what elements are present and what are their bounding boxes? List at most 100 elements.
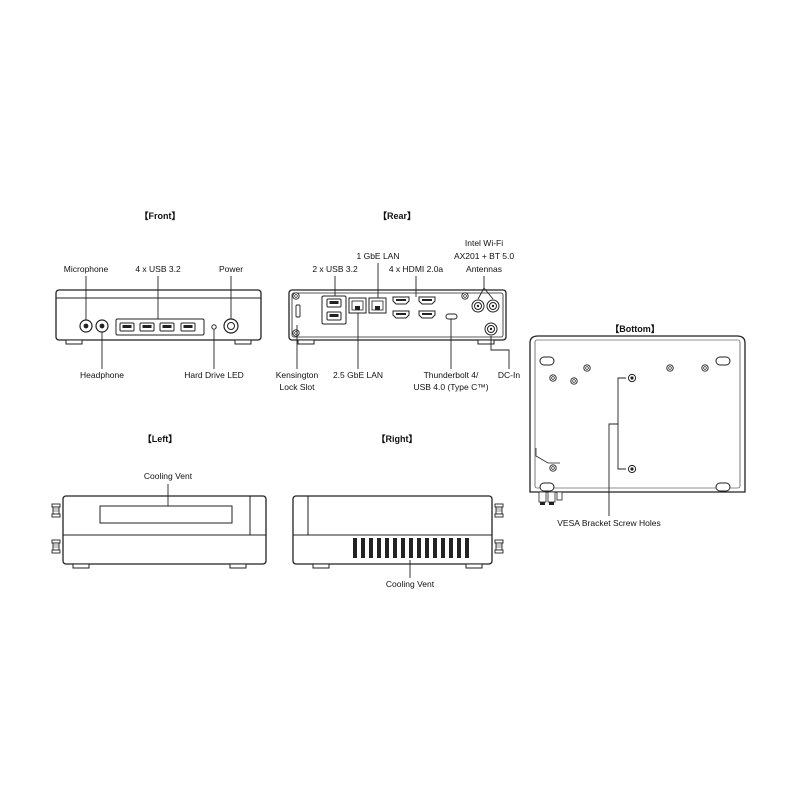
rear-screw-top-left xyxy=(292,292,300,300)
right-vent-slat xyxy=(425,538,429,558)
rear-view xyxy=(288,263,510,369)
bottom-screw-2 xyxy=(666,364,674,372)
front-view-title: 【Front】 xyxy=(139,211,181,221)
rear-foot-right xyxy=(477,339,495,345)
rear-lan1-label: 1 GbE LAN xyxy=(356,251,400,261)
left-foot-right xyxy=(229,563,247,569)
rear-wifi-label-1: Intel Wi-Fi xyxy=(464,238,504,248)
front-microphone-jack xyxy=(79,319,93,333)
rear-lan-1gbe-port xyxy=(368,297,387,314)
rear-usb-port-1 xyxy=(326,298,342,308)
right-vent-label: Cooling Vent xyxy=(385,579,435,589)
front-usb-port-4 xyxy=(180,322,196,332)
bottom-vesa-label: VESA Bracket Screw Holes xyxy=(557,518,661,528)
rear-view-title: 【Rear】 xyxy=(377,211,417,221)
right-vent-slat xyxy=(417,538,421,558)
right-antenna-connector-2 xyxy=(494,539,504,554)
bottom-foot-top-left xyxy=(539,356,555,366)
rear-lan-25gbe-port xyxy=(348,297,367,314)
front-callout-lines xyxy=(85,276,232,369)
right-vent-slat xyxy=(401,538,405,558)
right-vent-slat xyxy=(449,538,453,558)
right-foot-left xyxy=(312,563,330,569)
rear-hdmi-port-1 xyxy=(392,296,410,305)
bottom-foot-bottom-left xyxy=(539,482,555,492)
rear-antenna-connector-1 xyxy=(471,299,485,313)
rear-thunderbolt-label-2: USB 4.0 (Type C™) xyxy=(413,382,489,392)
rear-hdmi-port-4 xyxy=(418,310,436,319)
right-view-title: 【Right】 xyxy=(376,434,418,444)
bottom-foot-bottom-right xyxy=(715,482,731,492)
right-vent-slat xyxy=(441,538,445,558)
front-foot-left xyxy=(65,339,83,345)
right-vent-slat xyxy=(393,538,397,558)
vesa-screw-hole-bottom xyxy=(627,464,637,474)
front-headphone-label: Headphone xyxy=(80,370,124,380)
right-vent-slat xyxy=(377,538,381,558)
right-chassis xyxy=(292,495,493,565)
bottom-screw-4 xyxy=(549,374,557,382)
rear-screw-bottom-left xyxy=(292,329,300,337)
bottom-inner-edge xyxy=(534,339,741,489)
left-foot-left xyxy=(72,563,90,569)
left-view xyxy=(51,484,267,569)
vesa-screw-hole-top xyxy=(627,373,637,383)
rear-kensington-label-1: Kensington xyxy=(275,370,319,380)
rear-thunderbolt-port xyxy=(445,313,458,320)
rear-foot-left xyxy=(297,339,315,345)
rear-wifi-label-3: Antennas xyxy=(466,264,502,274)
bottom-screw-1 xyxy=(583,364,591,372)
right-cooling-vent xyxy=(353,538,469,558)
rear-kensington-slot xyxy=(295,304,301,318)
rear-dc-in-jack xyxy=(484,322,498,336)
right-vent-slat xyxy=(369,538,373,558)
bottom-screw-6 xyxy=(549,464,557,472)
rear-usb-port-2 xyxy=(326,311,342,321)
front-hdd-led-label: Hard Drive LED xyxy=(184,370,244,380)
right-antenna-connector-1 xyxy=(494,503,504,518)
left-cooling-vent xyxy=(99,505,233,524)
right-vent-slat xyxy=(457,538,461,558)
front-usb-port-1 xyxy=(119,322,135,332)
rear-dcin-label: DC-In xyxy=(497,370,521,380)
right-vent-slat xyxy=(353,538,357,558)
rear-panel xyxy=(291,292,504,338)
left-antenna-connector-2 xyxy=(51,539,61,554)
right-vent-slat xyxy=(433,538,437,558)
left-view-title: 【Left】 xyxy=(142,434,178,444)
bottom-chassis xyxy=(529,335,746,493)
bottom-edge-marking xyxy=(535,448,560,464)
front-power-label: Power xyxy=(218,264,244,274)
bottom-screw-3 xyxy=(701,364,709,372)
bottom-screw-5 xyxy=(570,377,578,385)
right-vent-slat xyxy=(385,538,389,558)
front-headphone-jack xyxy=(95,319,109,333)
rear-hdmi-port-2 xyxy=(418,296,436,305)
front-usb-port-2 xyxy=(139,322,155,332)
bottom-foot-top-right xyxy=(715,356,731,366)
rear-screw-top-right xyxy=(461,292,469,300)
right-view xyxy=(292,495,504,578)
right-vent-slat xyxy=(409,538,413,558)
bottom-view-title: 【Bottom】 xyxy=(610,324,660,334)
front-usb-label: 4 x USB 3.2 xyxy=(135,264,181,274)
right-vent-slat xyxy=(361,538,365,558)
rear-hdmi-label: 4 x HDMI 2.0a xyxy=(388,264,444,274)
bottom-rear-connectors xyxy=(538,491,563,505)
rear-kensington-label-2: Lock Slot xyxy=(279,382,315,392)
bottom-callout-lines xyxy=(608,377,626,516)
rear-callout-lines xyxy=(296,263,510,369)
right-foot-right xyxy=(465,563,483,569)
right-vent-slat xyxy=(465,538,469,558)
rear-wifi-label-2: AX201 + BT 5.0 xyxy=(453,251,515,261)
rear-usb-label: 2 x USB 3.2 xyxy=(312,264,358,274)
rear-antenna-connector-2 xyxy=(486,299,500,313)
rear-hdmi-port-3 xyxy=(392,310,410,319)
front-power-button xyxy=(223,318,239,334)
rear-lan25-label: 2.5 GbE LAN xyxy=(332,370,384,380)
bottom-view xyxy=(529,335,746,516)
front-view xyxy=(55,276,262,369)
left-vent-label: Cooling Vent xyxy=(143,471,193,481)
left-antenna-connector-1 xyxy=(51,503,61,518)
front-foot-right xyxy=(234,339,252,345)
